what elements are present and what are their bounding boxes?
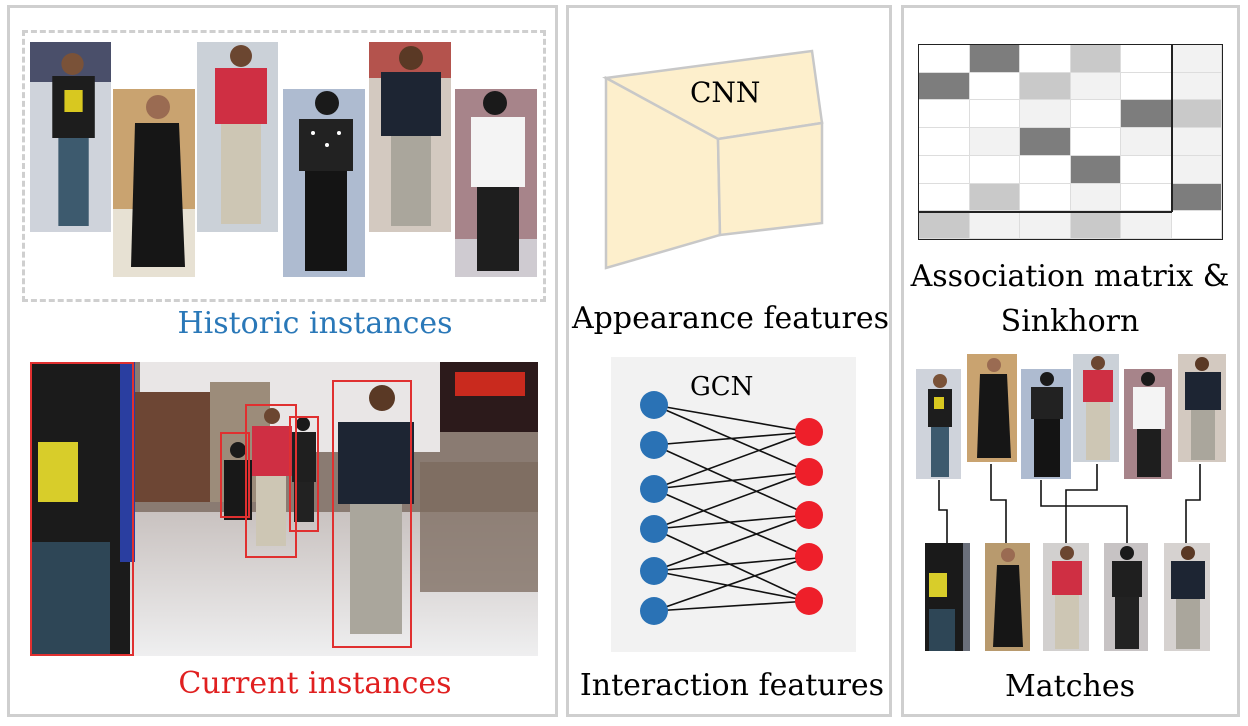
current-bbox-2 bbox=[220, 432, 250, 518]
current-bbox-5 bbox=[332, 380, 412, 648]
historic-person-2 bbox=[113, 89, 195, 277]
historic-person-5 bbox=[369, 42, 451, 232]
match-top-6 bbox=[1178, 354, 1226, 462]
matrix-cell bbox=[1121, 183, 1172, 212]
matrix-cell bbox=[1121, 45, 1172, 73]
association-matrix bbox=[918, 44, 1223, 240]
matrix-cell bbox=[1070, 72, 1121, 101]
matrix-cell bbox=[1171, 100, 1222, 129]
matrix-cell bbox=[969, 211, 1020, 239]
match-bottom-3 bbox=[1043, 543, 1089, 651]
matrix-cell bbox=[1070, 155, 1121, 184]
current-scene-image bbox=[30, 362, 538, 656]
matrix-cell bbox=[1020, 100, 1071, 129]
cnn-block bbox=[602, 49, 824, 270]
matrix-cell bbox=[1070, 183, 1121, 212]
matrix-cell bbox=[1070, 45, 1121, 73]
association-caption-line2: Sinkhorn bbox=[1000, 304, 1140, 339]
gcn-label: GCN bbox=[690, 372, 754, 402]
matrix-cell bbox=[969, 155, 1020, 184]
matrix-cell bbox=[1070, 211, 1121, 239]
historic-person-1 bbox=[30, 42, 111, 232]
matrix-cell bbox=[1020, 72, 1071, 101]
matrix-cell bbox=[919, 45, 970, 73]
historic-instances-caption: Historic instances bbox=[177, 306, 453, 341]
matrix-cell bbox=[1121, 72, 1172, 101]
matches-caption: Matches bbox=[1005, 669, 1135, 704]
historic-person-4 bbox=[283, 89, 365, 277]
appearance-features-caption: Appearance features bbox=[572, 301, 889, 336]
matrix-cell bbox=[1121, 211, 1172, 239]
matrix-cell bbox=[919, 183, 970, 212]
matrix-cell bbox=[969, 45, 1020, 73]
cnn-label: CNN bbox=[690, 76, 761, 109]
gcn-graph bbox=[640, 391, 823, 625]
match-top-5 bbox=[1124, 369, 1172, 479]
matrix-cell bbox=[1020, 183, 1071, 212]
match-top-1 bbox=[916, 369, 961, 479]
matrix-cell bbox=[1020, 128, 1071, 156]
association-caption-line1: Association matrix & bbox=[910, 259, 1230, 294]
matrix-cell bbox=[1121, 100, 1172, 129]
match-connectors bbox=[938, 464, 1201, 544]
matrix-cell bbox=[1171, 45, 1222, 73]
matrix-cell bbox=[1171, 211, 1222, 239]
matrix-cell bbox=[1121, 128, 1172, 156]
match-bottom-1 bbox=[925, 543, 970, 651]
matrix-dustbin-col-divider bbox=[1171, 44, 1173, 212]
matrix-cell bbox=[1020, 211, 1071, 239]
current-bbox-3 bbox=[245, 404, 297, 558]
matrix-cell bbox=[919, 72, 970, 101]
matrix-cell bbox=[1171, 128, 1222, 156]
matrix-cell bbox=[1171, 183, 1222, 212]
match-top-3 bbox=[1021, 369, 1071, 479]
matrix-cell bbox=[919, 128, 970, 156]
current-bbox-1 bbox=[30, 362, 134, 656]
matrix-cell bbox=[969, 100, 1020, 129]
matrix-cell bbox=[1171, 155, 1222, 184]
current-bbox-4 bbox=[289, 416, 319, 532]
matrix-cell bbox=[1121, 155, 1172, 184]
match-bottom-2 bbox=[985, 543, 1030, 651]
matrix-cell bbox=[1020, 45, 1071, 73]
match-top-4 bbox=[1073, 354, 1119, 462]
matrix-cell bbox=[1171, 72, 1222, 101]
matrix-cell bbox=[1020, 155, 1071, 184]
interaction-features-caption: Interaction features bbox=[579, 668, 885, 703]
match-bottom-4 bbox=[1104, 543, 1148, 651]
matrix-cell bbox=[969, 183, 1020, 212]
matrix-cell bbox=[919, 155, 970, 184]
match-bottom-5 bbox=[1164, 543, 1210, 651]
matrix-cell bbox=[919, 100, 970, 129]
matrix-cell bbox=[1070, 128, 1121, 156]
matrix-cell bbox=[969, 72, 1020, 101]
historic-instances-box bbox=[22, 30, 546, 302]
historic-person-6 bbox=[455, 89, 537, 277]
current-instances-caption: Current instances bbox=[178, 666, 452, 701]
matrix-cell bbox=[919, 211, 970, 239]
match-top-2 bbox=[967, 354, 1017, 462]
matrix-cell bbox=[1070, 100, 1121, 129]
matrix-dustbin-row-divider bbox=[918, 211, 1172, 213]
matrix-cell bbox=[969, 128, 1020, 156]
historic-person-3 bbox=[197, 42, 278, 232]
